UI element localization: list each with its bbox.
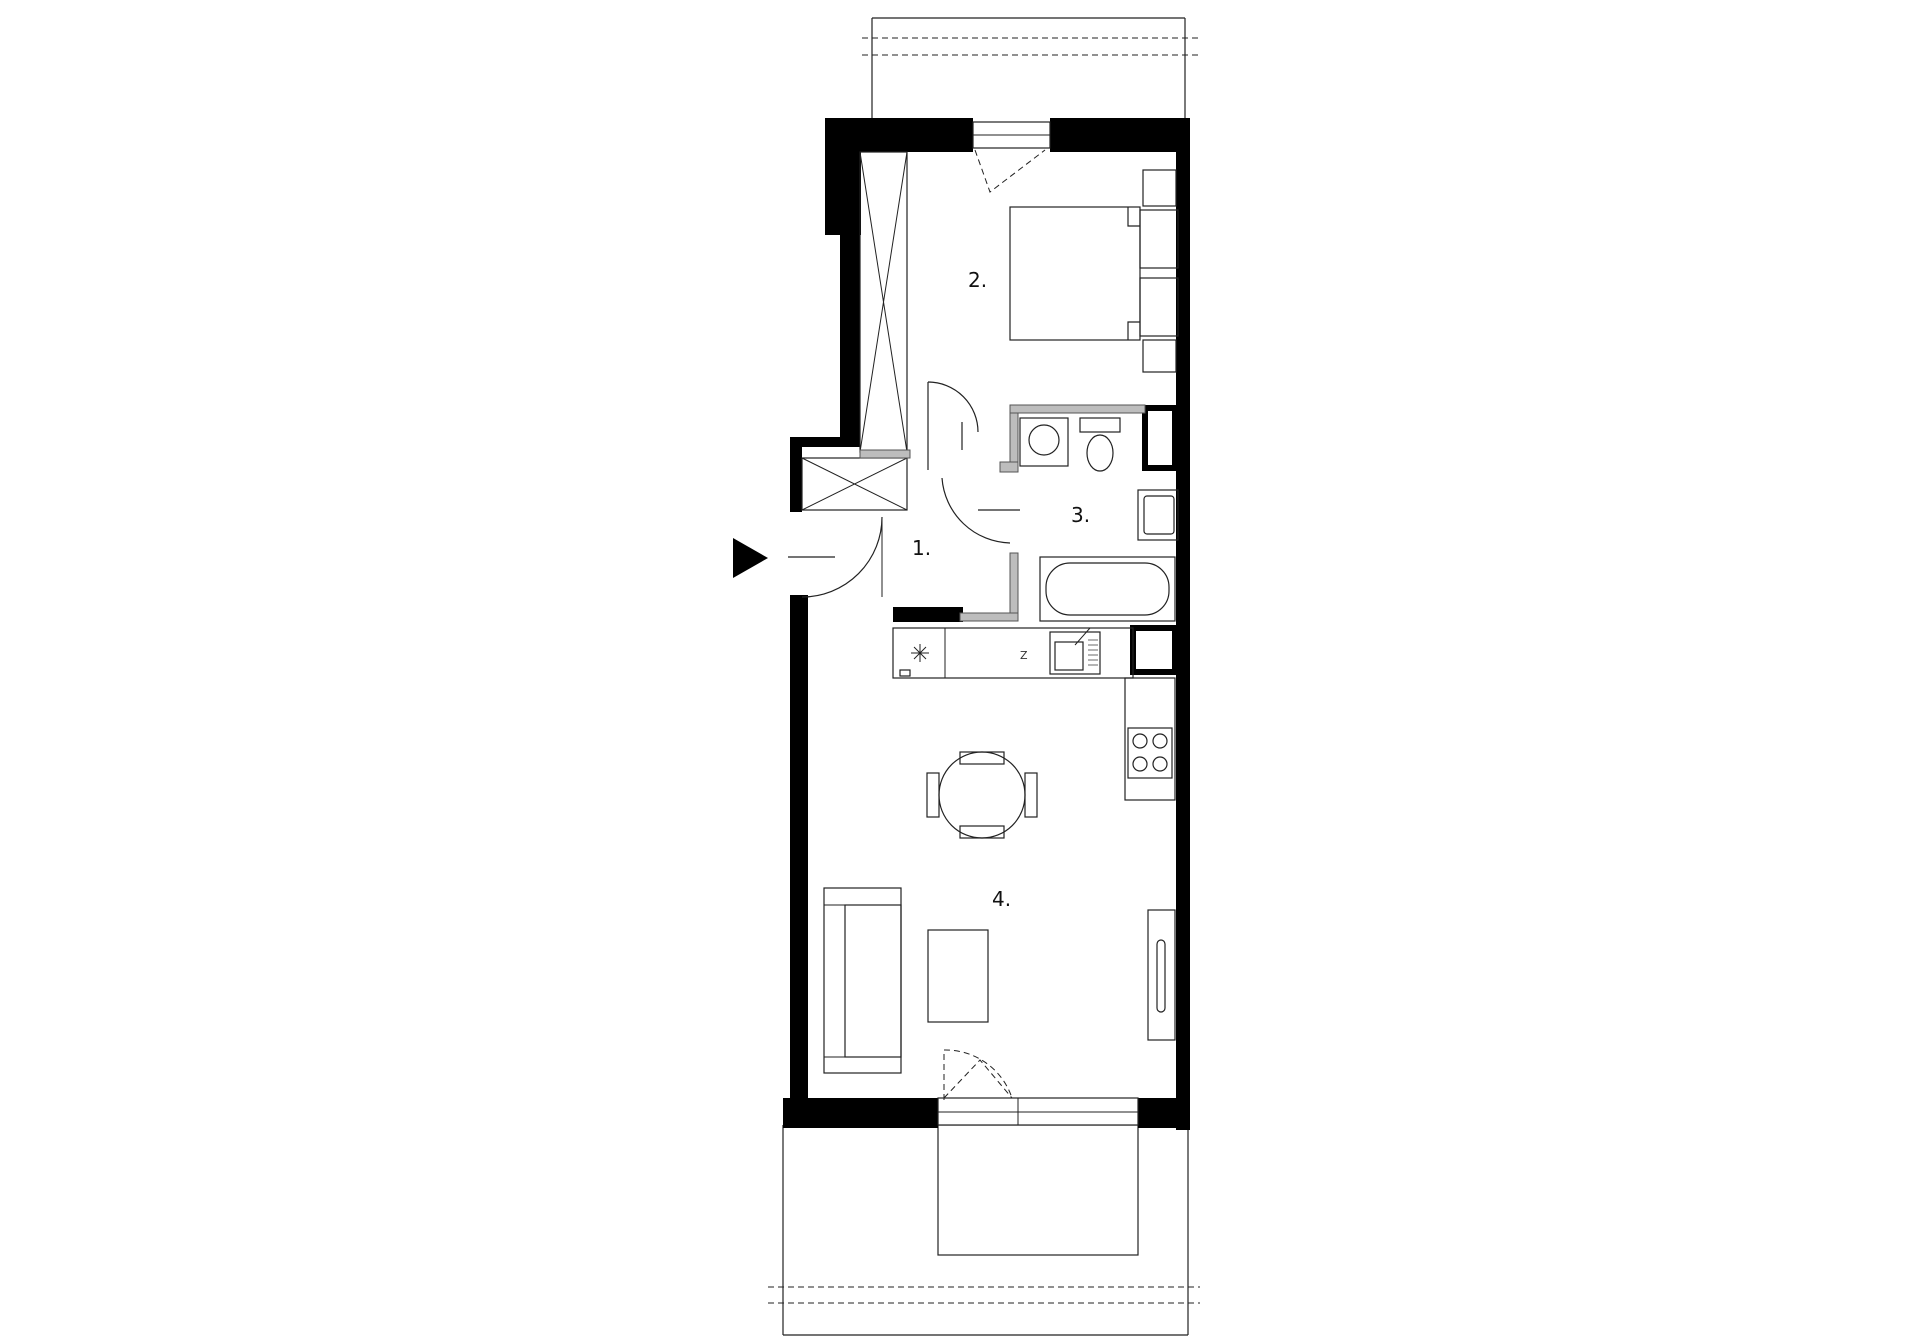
kitchen-side-counter: [1124, 677, 1176, 801]
dining-table: [926, 751, 1038, 839]
double-bed: [1009, 169, 1179, 373]
washing-machine-icon: [1019, 417, 1069, 467]
counter-mark: Z: [1020, 649, 1028, 662]
wardrobe: [859, 151, 908, 453]
room-label-2: 2.: [968, 268, 987, 292]
kitchen-counter: Z: [892, 627, 1134, 679]
entrance-door: [788, 516, 883, 598]
bathtub-icon: [1039, 556, 1176, 622]
room-label-1: 1.: [912, 536, 931, 560]
exterior-walls: [783, 118, 1190, 1130]
bedroom-door: [927, 381, 979, 470]
snowflake-icon: [911, 644, 929, 662]
sofa: [823, 887, 902, 1074]
room-label-4: 4.: [992, 887, 1011, 911]
room-label-3: 3.: [1071, 503, 1090, 527]
kitchen-sink-icon: [1049, 627, 1101, 675]
washbasin-icon: [1137, 489, 1179, 541]
bathroom-door: [941, 477, 1020, 544]
hall-closet: [801, 449, 911, 511]
balcony-door: [937, 1049, 1139, 1126]
toilet-icon: [1079, 417, 1121, 472]
coffee-table: [927, 929, 989, 1023]
bathroom-partitions: [959, 404, 1146, 622]
top-window: [972, 121, 1051, 193]
top-balcony: [862, 17, 1200, 120]
cooktop-icon: [1127, 727, 1173, 779]
tv-unit: [1147, 909, 1176, 1041]
bottom-balcony: [768, 1124, 1200, 1336]
entrance-arrow-icon: [733, 538, 768, 578]
